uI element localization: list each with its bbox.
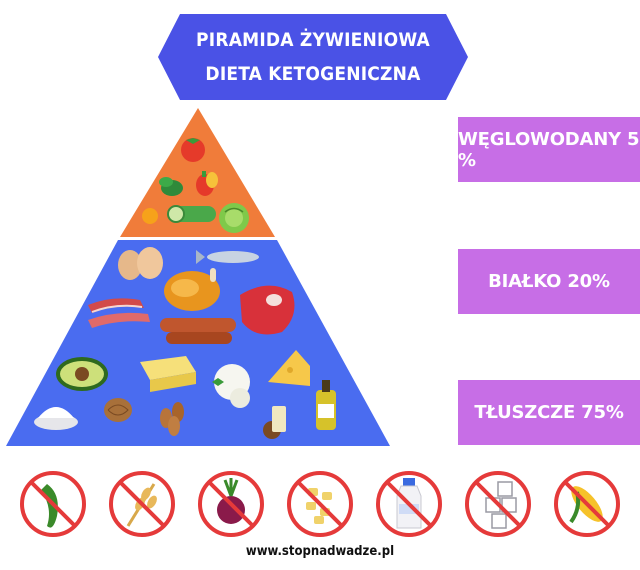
forbidden-foods-row: [0, 468, 640, 544]
title-banner: PIRAMIDA ŻYWIENIOWA DIETA KETOGENICZNA: [158, 14, 468, 100]
sugar-cubes-icon: [465, 471, 531, 537]
spinach-icon: [159, 177, 183, 196]
corn-icon: [554, 471, 620, 537]
macro-protein-box: BIAŁKO 20%: [458, 249, 640, 314]
title-line-2: DIETA KETOGENICZNA: [205, 63, 421, 85]
beet-icon: [198, 471, 264, 537]
almonds-icon: [160, 402, 184, 436]
tomato-icon: [181, 138, 205, 162]
olive-oil-icon: [316, 380, 336, 430]
page-title: PIRAMIDA ŻYWIENIOWA DIETA KETOGENICZNA: [158, 14, 468, 100]
cheese-icon: [268, 350, 310, 386]
pasta-icon: [287, 471, 353, 537]
butter-icon: [140, 356, 196, 392]
cucumber-icon: [167, 205, 216, 223]
macro-fat-box: TŁUSZCZE 75%: [458, 380, 640, 445]
sausages-icon: [160, 318, 236, 344]
bell-pepper-icon: [196, 171, 218, 196]
milk-bottle-icon: [376, 471, 442, 537]
banner-shape: [158, 14, 468, 100]
lemon-icon: [142, 208, 158, 224]
title-line-1: PIRAMIDA ŻYWIENIOWA: [196, 29, 430, 51]
roast-chicken-icon: [164, 268, 220, 311]
chili-pepper-icon: [20, 471, 86, 537]
sardine-icon: [196, 250, 259, 264]
walnut-icon: [104, 398, 132, 422]
website-link[interactable]: www.stopnadwadze.pl: [245, 544, 395, 559]
cream-icon: [34, 407, 78, 430]
steak-icon: [240, 285, 295, 335]
bacon-icon: [88, 298, 150, 328]
cabbage-icon: [219, 203, 249, 233]
eggs-icon: [118, 247, 163, 280]
avocado-icon: [56, 357, 108, 391]
macro-carbs-box: WĘGLOWODANY 5 %: [458, 117, 640, 182]
wheat-icon: [109, 471, 175, 537]
food-pyramid: [6, 108, 390, 446]
mozzarella-icon: [212, 364, 250, 408]
coconut-oil-icon: [263, 406, 286, 439]
